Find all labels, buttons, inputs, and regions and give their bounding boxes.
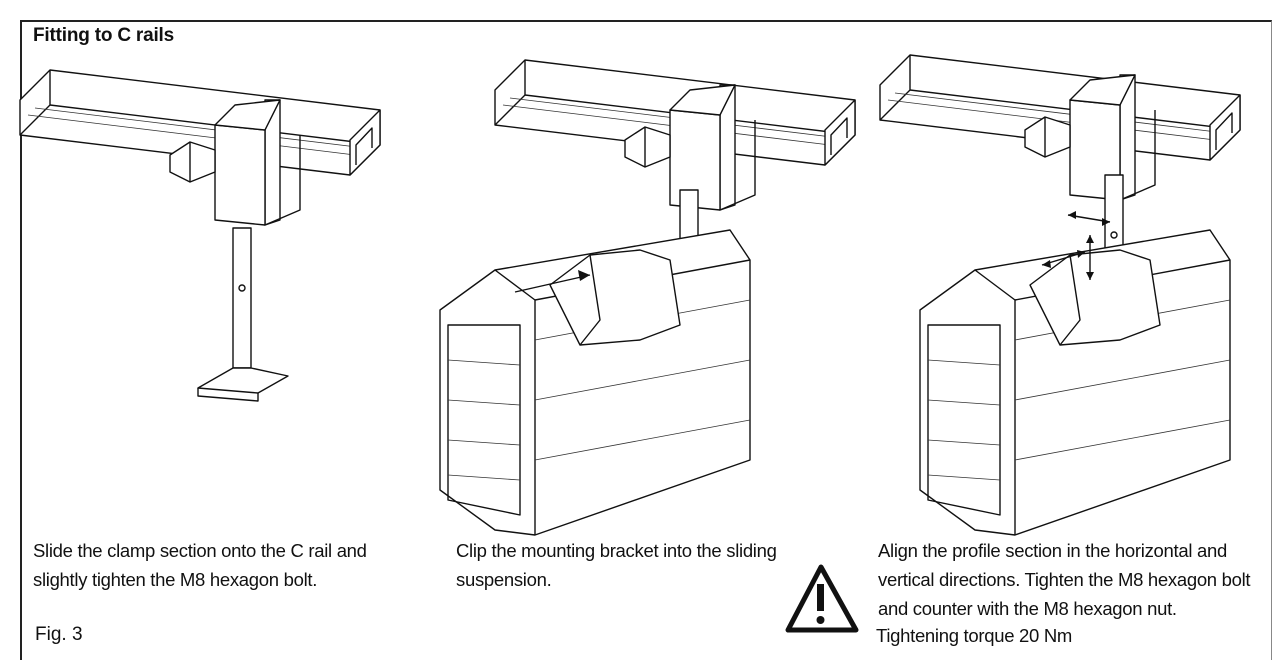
step3-caption: Align the profile section in the horizon…	[878, 540, 1251, 619]
warning-triangle-icon	[785, 564, 859, 633]
figure-frame	[20, 20, 1272, 660]
step2-caption: Clip the mounting bracket into the slidi…	[456, 540, 777, 590]
step2-illustration	[439, 59, 856, 536]
step1-caption: Slide the clamp section onto the C rail …	[33, 540, 367, 590]
slide-arrowhead-icon	[578, 270, 590, 281]
slide-arrow-icon	[514, 274, 591, 293]
step1-illustration	[19, 69, 381, 402]
figure-title: Fitting to C rails	[33, 25, 175, 46]
tightening-torque-note: Tightening torque 20 Nm	[876, 625, 1073, 646]
step3-illustration	[879, 54, 1241, 536]
figure-label: Fig. 3	[35, 624, 83, 645]
